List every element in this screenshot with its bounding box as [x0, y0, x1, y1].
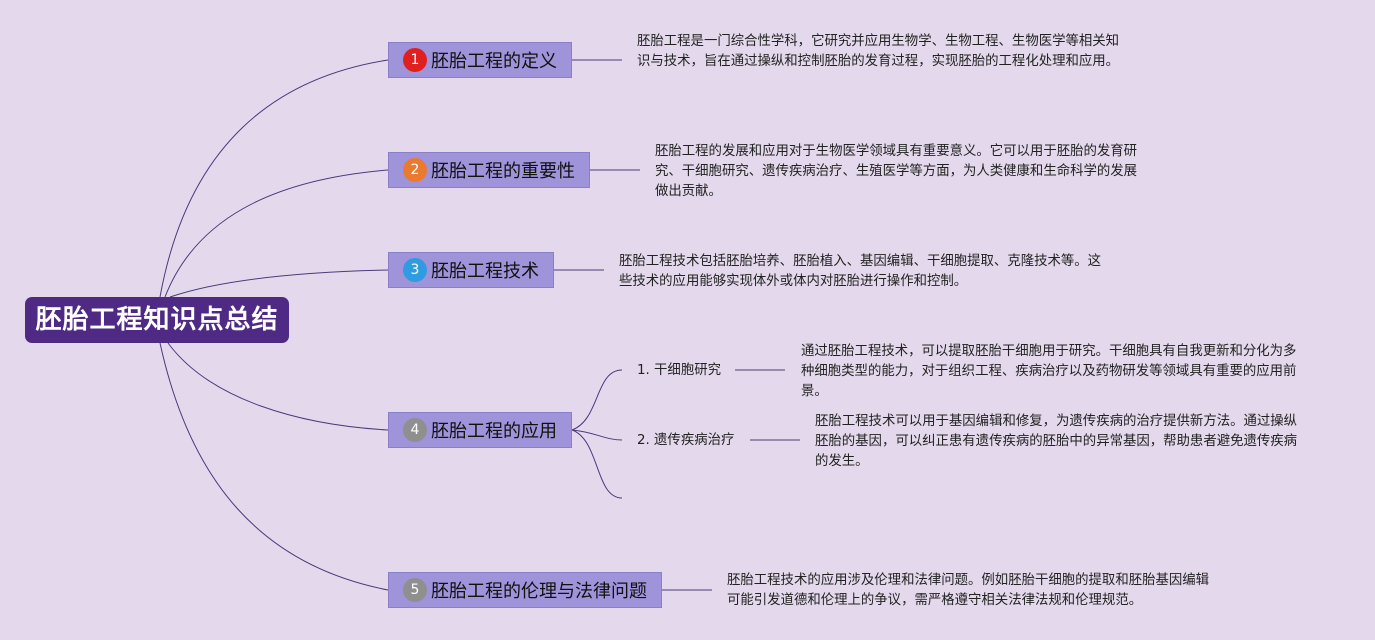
branch-label: 胚胎工程的定义: [431, 51, 557, 72]
sub-item-genetic-disease-desc: 胚胎工程技术可以用于基因编辑和修复，为遗传疾病的治疗提供新方法。通过操纵胚胎的基…: [815, 414, 1298, 469]
number-badge-icon: 4: [403, 418, 427, 442]
connector-root-branch-2: [164, 169, 389, 298]
number-badge-icon: 2: [403, 158, 427, 182]
number-badge-icon: 1: [403, 48, 427, 72]
branch-definition[interactable]: 1 胚胎工程的定义: [388, 42, 572, 78]
sub-item-stem-cell[interactable]: 1. 干细胞研究: [637, 363, 721, 378]
connector-root-branch-4: [167, 342, 389, 431]
branch-importance-desc: 胚胎工程的发展和应用对于生物医学领域具有重要意义。它可以用于胚胎的发育研究、干细…: [655, 144, 1138, 199]
root-node[interactable]: 胚胎工程知识点总结: [25, 297, 289, 343]
branch-label: 胚胎工程技术: [431, 261, 539, 282]
connector-root-branch-1: [159, 59, 389, 298]
branch-label: 胚胎工程的重要性: [431, 161, 575, 182]
connector-root-branch-5: [159, 342, 389, 591]
branch-application[interactable]: 4 胚胎工程的应用: [388, 412, 572, 448]
branch-ethics-law-desc: 胚胎工程技术的应用涉及伦理和法律问题。例如胚胎干细胞的提取和胚胎基因编辑可能引发…: [727, 573, 1210, 608]
connector-root-branch-3: [169, 269, 389, 298]
branch-technology-desc: 胚胎工程技术包括胚胎培养、胚胎植入、基因编辑、干细胞提取、克隆技术等。这些技术的…: [619, 254, 1102, 289]
branch-definition-desc: 胚胎工程是一门综合性学科，它研究并应用生物学、生物工程、生物医学等相关知识与技术…: [637, 34, 1120, 69]
branch-importance[interactable]: 2 胚胎工程的重要性: [388, 152, 590, 188]
sub-item-stem-cell-desc: 通过胚胎工程技术，可以提取胚胎干细胞用于研究。干细胞具有自我更新和分化为多种细胞…: [801, 344, 1297, 399]
number-badge-icon: 5: [403, 578, 427, 602]
branch-label: 胚胎工程的应用: [431, 421, 557, 442]
branch-ethics-law[interactable]: 5 胚胎工程的伦理与法律问题: [388, 572, 662, 608]
branch-label: 胚胎工程的伦理与法律问题: [431, 581, 647, 602]
connector-branch-4-sub-2: [571, 429, 623, 441]
sub-item-genetic-disease[interactable]: 2. 遗传疾病治疗: [637, 433, 735, 448]
branch-technology[interactable]: 3 胚胎工程技术: [388, 252, 554, 288]
number-badge-icon: 3: [403, 258, 427, 282]
connector-branch-4-sub-1: [571, 369, 623, 431]
connector-branch-4-sub-3: [571, 429, 623, 499]
